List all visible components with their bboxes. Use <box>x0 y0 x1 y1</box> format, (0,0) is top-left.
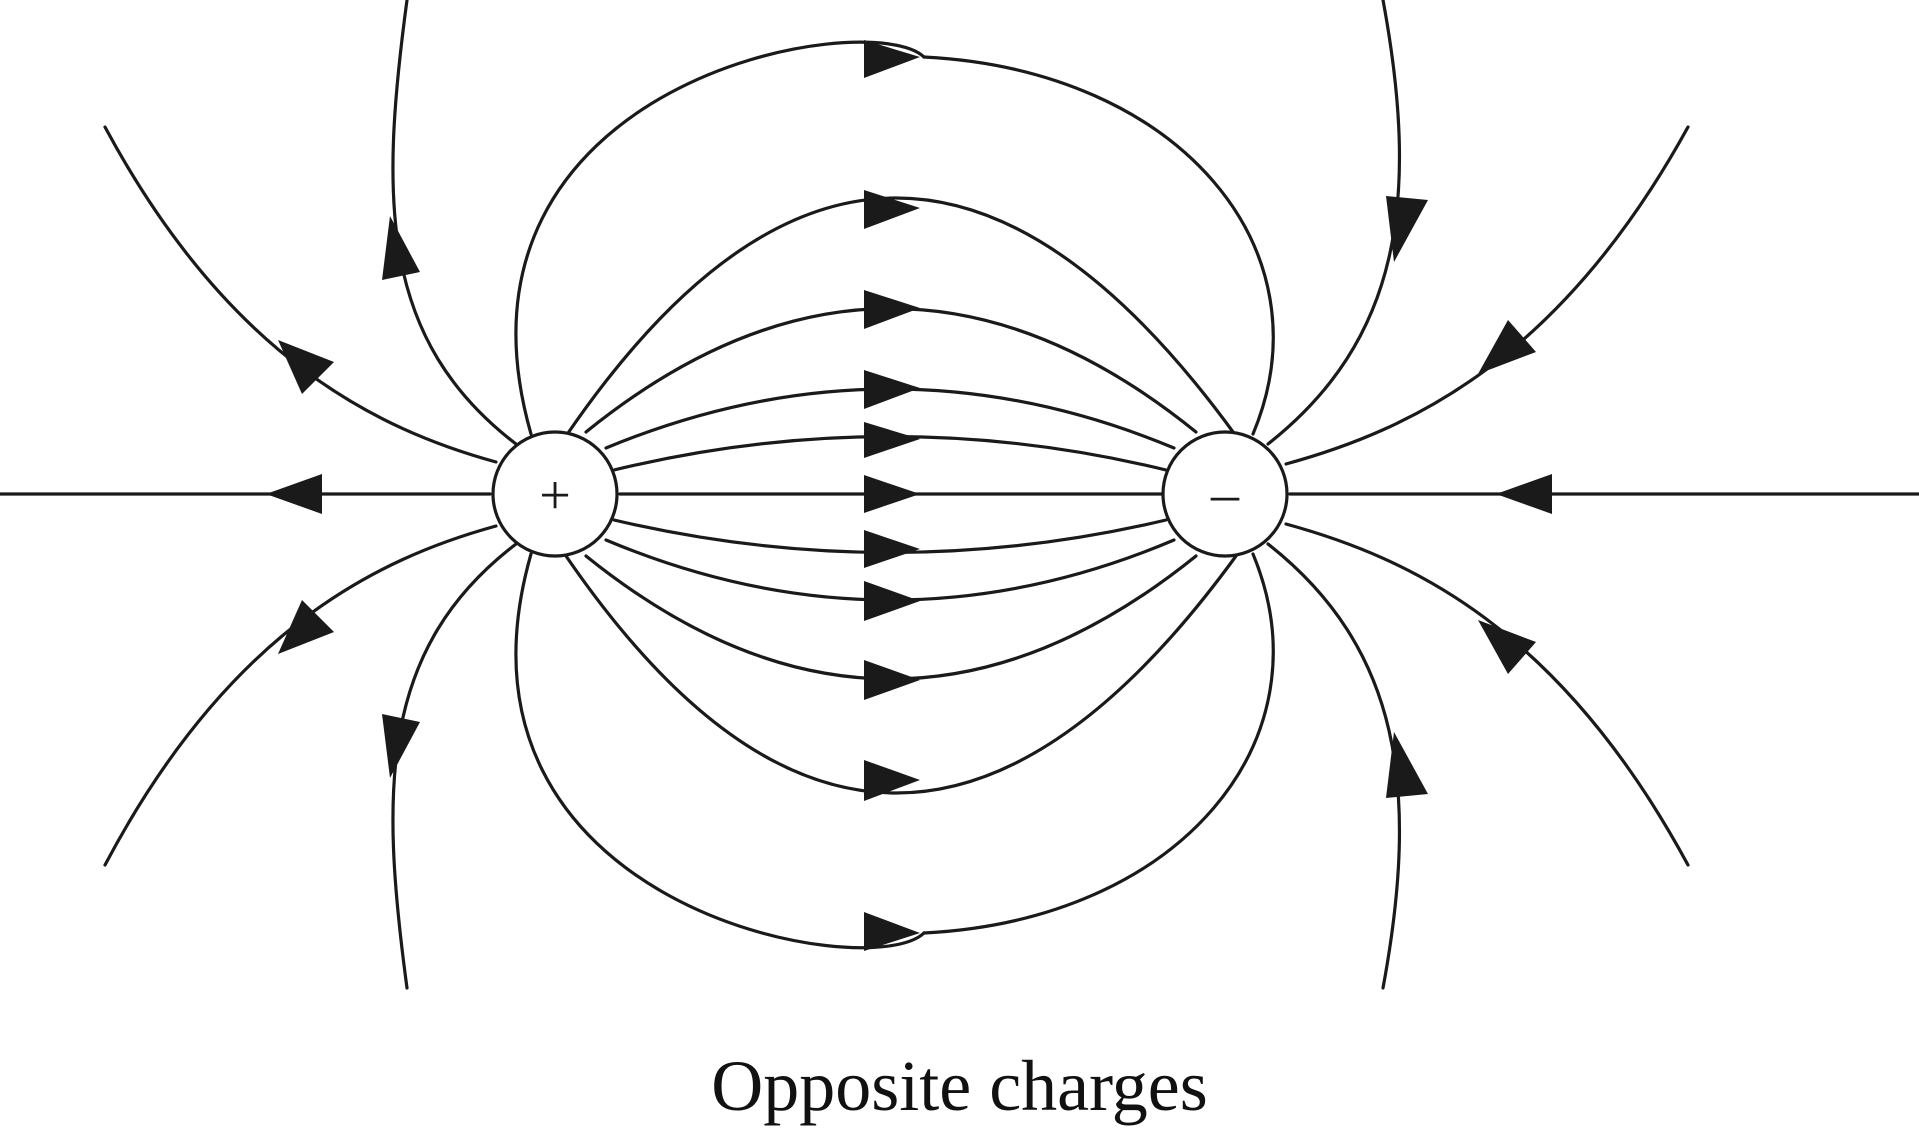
field-line-inner-bottom-5b <box>922 552 1275 935</box>
negative-charge-sign: – <box>1210 463 1240 525</box>
field-line-inner-bottom-5 <box>514 552 926 950</box>
arrow-left-lower-1 <box>278 600 334 654</box>
field-line-inner-top-5b <box>922 55 1275 436</box>
field-line-out-left-2 <box>391 0 518 446</box>
arrow-right-1 <box>864 40 920 78</box>
arrow-right-6 <box>864 475 920 513</box>
field-line-in-right-3 <box>1284 522 1690 867</box>
arrow-left-upper-2 <box>382 216 420 280</box>
field-line-in-right-2 <box>1266 0 1401 446</box>
field-line-out-left-1 <box>103 125 498 464</box>
field-line-in-right-4 <box>1266 542 1401 990</box>
arrow-right-11 <box>864 912 920 951</box>
arrow-left-upper-1 <box>278 340 334 394</box>
field-line-inner-top-5 <box>514 40 926 436</box>
arrow-right-8 <box>864 581 920 621</box>
field-line-inner-bottom-3 <box>584 554 1198 681</box>
field-line-inner-top-4 <box>564 196 1238 438</box>
arrow-left-lower-2 <box>382 714 420 778</box>
field-line-out-left-4 <box>391 542 518 990</box>
arrow-right-10 <box>864 760 920 801</box>
negative-charge: – <box>1161 430 1289 558</box>
positive-charge-sign: + <box>539 465 571 527</box>
positive-charge: + <box>491 430 619 558</box>
arrow-right-2 <box>864 190 920 229</box>
field-line-inner-top-3 <box>584 307 1198 434</box>
field-line-out-left-3 <box>103 524 498 867</box>
arrow-right-7 <box>864 530 920 568</box>
arrow-right-lower-2 <box>1386 732 1428 798</box>
arrow-right-lower-1 <box>1478 620 1536 674</box>
arrow-right-9 <box>864 660 920 700</box>
diagram-caption: Opposite charges <box>711 1046 1208 1126</box>
arrow-axis-right <box>1496 474 1552 514</box>
arrow-right-4 <box>864 370 920 409</box>
arrow-axis-left <box>266 474 322 514</box>
field-line-inner-bottom-4 <box>564 554 1238 795</box>
arrow-right-upper-2 <box>1386 196 1428 262</box>
arrow-right-3 <box>864 290 920 329</box>
field-line-in-right-1 <box>1284 125 1690 466</box>
arrow-right-5 <box>864 422 920 458</box>
arrow-right-upper-1 <box>1478 320 1536 374</box>
